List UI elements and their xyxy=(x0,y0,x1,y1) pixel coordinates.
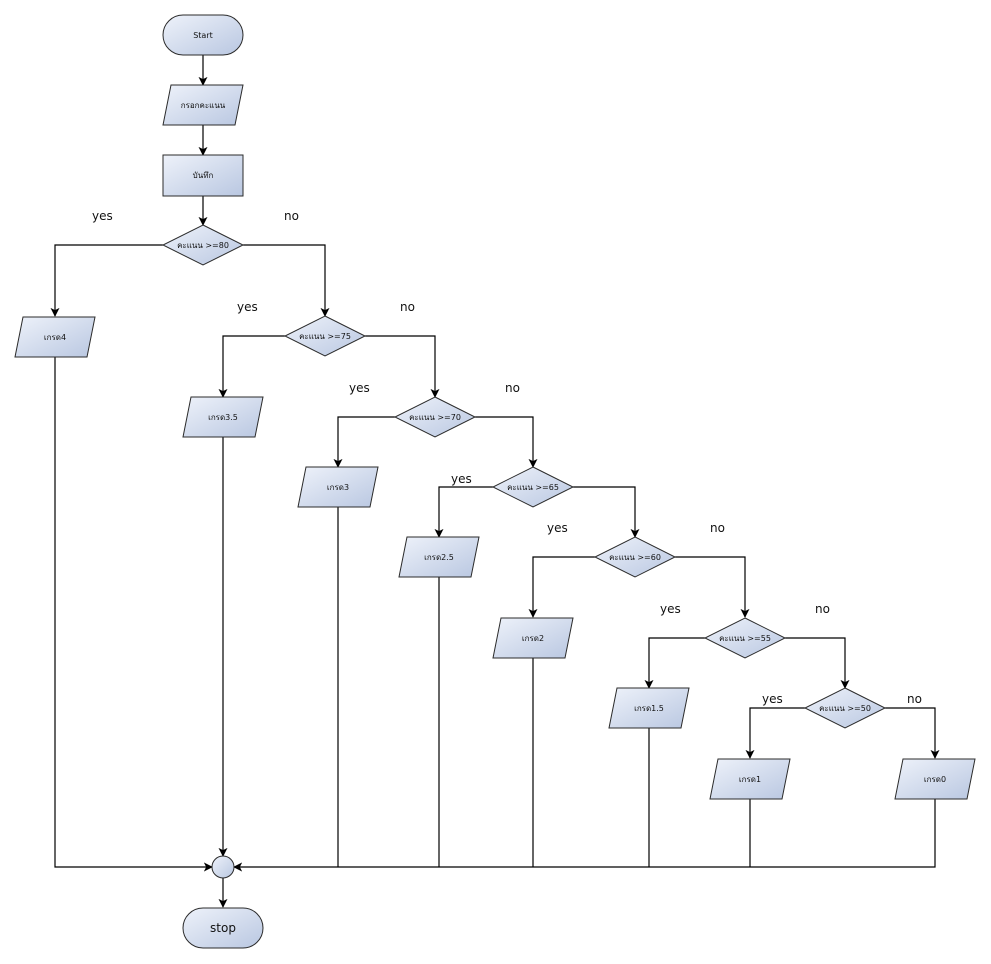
decision-80: คะแนน >=80 xyxy=(161,224,245,266)
grade-1-5-output: เกรด1.5 xyxy=(608,687,690,729)
svg-text:Start: Start xyxy=(193,31,213,40)
svg-text:เกรด4: เกรด4 xyxy=(44,333,66,342)
decision-75: คะแนน >=75 xyxy=(283,315,367,357)
edge-d75-no xyxy=(365,335,440,398)
edge-d65-yes xyxy=(434,486,493,538)
edge-d70-no xyxy=(475,416,538,468)
edge-d55-yes xyxy=(644,637,705,689)
yes-label-50: yes xyxy=(762,692,783,706)
svg-text:เกรด2.5: เกรด2.5 xyxy=(424,553,454,562)
decision-55: คะแนน >=55 xyxy=(703,617,787,659)
svg-text:เกรด0: เกรด0 xyxy=(924,775,946,784)
edge-d70-yes xyxy=(333,416,395,468)
yes-label-60: yes xyxy=(547,521,568,535)
edge-g4-merge xyxy=(54,357,213,872)
yes-label-75: yes xyxy=(237,300,258,314)
branch-labels: yes no yes no yes no yes yes no yes no y… xyxy=(92,209,922,706)
stop-node: stop xyxy=(182,907,264,949)
input-score-node: กรอกคะแนน xyxy=(162,84,244,126)
edge-d55-no xyxy=(785,637,850,689)
grade-2-output: เกรด2 xyxy=(492,617,574,659)
no-label-60: no xyxy=(710,521,725,535)
edge-d80-yes xyxy=(50,244,163,317)
record-node: บันทึก xyxy=(162,154,244,197)
svg-text:คะแนน >=65: คะแนน >=65 xyxy=(507,483,559,492)
edge-d60-no xyxy=(675,556,750,618)
svg-text:คะแนน >=50: คะแนน >=50 xyxy=(819,704,871,713)
svg-text:คะแนน >=60: คะแนน >=60 xyxy=(609,553,661,562)
yes-label-70: yes xyxy=(349,381,370,395)
yes-label-55: yes xyxy=(660,602,681,616)
grade-4-output: เกรด4 xyxy=(14,316,96,358)
no-label-50: no xyxy=(907,692,922,706)
edge-right-merge xyxy=(233,799,936,872)
svg-text:คะแนน >=55: คะแนน >=55 xyxy=(719,634,771,643)
edge-d75-yes xyxy=(218,335,285,398)
merge-connector xyxy=(211,855,235,879)
no-label-80: no xyxy=(284,209,299,223)
svg-text:เกรด3.5: เกรด3.5 xyxy=(208,413,238,422)
svg-text:เกรด1: เกรด1 xyxy=(739,775,761,784)
no-label-75: no xyxy=(400,300,415,314)
svg-text:เกรด3: เกรด3 xyxy=(327,483,349,492)
svg-text:เกรด2: เกรด2 xyxy=(522,634,544,643)
edge-d65-no xyxy=(573,486,640,538)
decision-70: คะแนน >=70 xyxy=(393,396,477,438)
svg-text:กรอกคะแนน: กรอกคะแนน xyxy=(181,101,226,110)
connectors xyxy=(50,55,940,908)
start-node: Start xyxy=(162,14,244,56)
decision-50: คะแนน >=50 xyxy=(803,687,887,729)
grade-3-5-output: เกรด3.5 xyxy=(182,396,264,438)
svg-text:stop: stop xyxy=(210,921,236,935)
no-label-55: no xyxy=(815,602,830,616)
grade-1-output: เกรด1 xyxy=(709,758,791,800)
decision-65: คะแนน >=65 xyxy=(491,466,575,508)
svg-text:บันทึก: บันทึก xyxy=(193,171,214,180)
yes-label-80: yes xyxy=(92,209,113,223)
edge-d60-yes xyxy=(528,556,595,618)
edge-d80-no xyxy=(243,244,330,317)
svg-text:คะแนน >=70: คะแนน >=70 xyxy=(409,413,461,422)
edge-d50-yes xyxy=(745,707,805,759)
grade-2-5-output: เกรด2.5 xyxy=(398,536,480,578)
yes-label-65: yes xyxy=(451,472,472,486)
grade-3-output: เกรด3 xyxy=(297,466,379,508)
edge-d50-no xyxy=(885,707,940,759)
svg-text:เกรด1.5: เกรด1.5 xyxy=(634,704,664,713)
no-label-70: no xyxy=(505,381,520,395)
grade-0-output: เกรด0 xyxy=(894,758,976,800)
decision-60: คะแนน >=60 xyxy=(593,536,677,578)
svg-text:คะแนน >=75: คะแนน >=75 xyxy=(299,332,351,341)
svg-text:คะแนน >=80: คะแนน >=80 xyxy=(177,241,229,250)
